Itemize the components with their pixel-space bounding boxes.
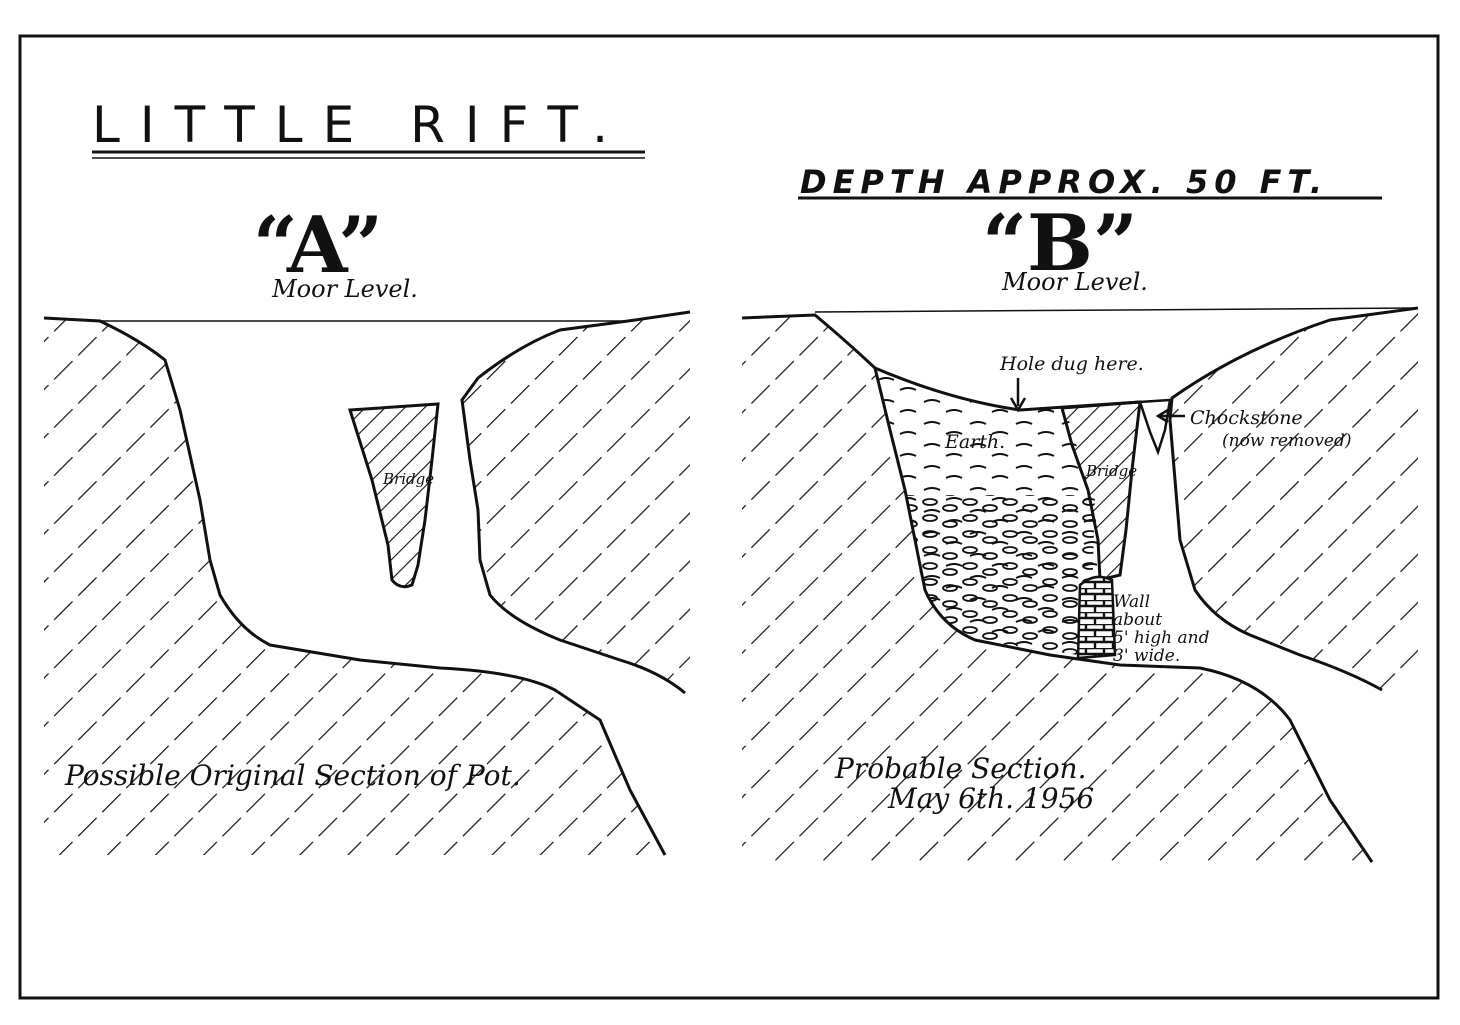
section-b-moor-line bbox=[814, 307, 1419, 313]
wall-label-4: 3' wide. bbox=[1113, 646, 1180, 666]
chockstone-note: (now removed) bbox=[1222, 431, 1352, 451]
section-b-letter: “B” bbox=[982, 198, 1138, 289]
page-border bbox=[18, 34, 1440, 1000]
diagram-title: LITTLE RIFT. bbox=[92, 96, 628, 154]
earth-label: Earth. bbox=[944, 431, 1005, 453]
section-a: “A” Moor Level. Bridge Possible Original… bbox=[43, 200, 691, 856]
wall-label-2: about bbox=[1113, 610, 1162, 630]
chockstone-arrow-head bbox=[1155, 408, 1169, 424]
section-a-bridge bbox=[347, 402, 440, 589]
section-b-chockstone bbox=[1138, 398, 1172, 456]
hole-dug-label: Hole dug here. bbox=[999, 353, 1144, 375]
section-a-moor-level: Moor Level. bbox=[271, 275, 418, 303]
section-b-caption-2: May 6th. 1956 bbox=[887, 782, 1094, 815]
section-b-right-rock bbox=[1170, 308, 1418, 690]
section-a-bridge-label: Bridge bbox=[382, 470, 434, 488]
wall-label-3: 5' high and bbox=[1113, 628, 1210, 648]
section-a-left-wall bbox=[43, 316, 667, 856]
wall-label-1: Wall bbox=[1113, 592, 1150, 612]
section-a-right-rock bbox=[462, 312, 690, 700]
chockstone-label: Chockstone bbox=[1190, 407, 1303, 429]
section-b-earth-surface bbox=[874, 366, 1141, 412]
hole-arrow-head bbox=[1009, 397, 1027, 413]
section-b-earth-packed bbox=[905, 495, 1095, 655]
section-a-left-rock bbox=[44, 318, 665, 855]
section-b-caption-1: Probable Section. bbox=[834, 752, 1086, 785]
section-a-caption: Possible Original Section of Pot. bbox=[64, 759, 521, 792]
section-b-moor-level: Moor Level. bbox=[1001, 268, 1148, 296]
section-b-left-rock bbox=[742, 315, 1372, 862]
section-b-bridge-label: Bridge bbox=[1085, 462, 1137, 480]
depth-note: DEPTH APPROX. 50 FT. bbox=[800, 163, 1328, 201]
section-a-right-wall bbox=[460, 310, 691, 695]
section-a-letter: “A” bbox=[253, 200, 383, 291]
section-b-stone-wall bbox=[1076, 575, 1117, 660]
section-b-bridge bbox=[1060, 400, 1142, 582]
section-b-right-wall bbox=[1168, 306, 1419, 692]
section-b: “B” Moor Level. Bridge Hole dug here. Ch… bbox=[741, 198, 1419, 863]
